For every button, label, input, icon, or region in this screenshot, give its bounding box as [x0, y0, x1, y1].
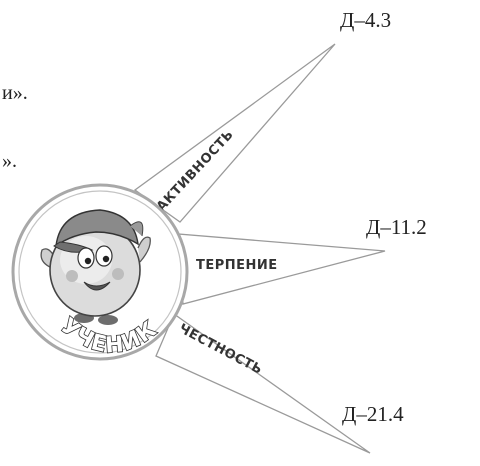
- ray-label-patience: ТЕРПЕНИЕ: [196, 258, 278, 273]
- center-ring-inner: [18, 190, 182, 354]
- ray-label-honesty: ЧЕСТНОСТЬ: [176, 321, 265, 378]
- ray-honesty: [155, 313, 371, 454]
- ray-ref-patience: Д–11.2: [366, 215, 427, 239]
- kolobok-character-illustration: [40, 209, 151, 325]
- text-fragment-2: ».: [2, 150, 17, 172]
- text-fragment-1: и».: [2, 82, 28, 104]
- ray-ref-activity: Д–4.3: [340, 8, 392, 32]
- ray-ref-honesty: Д–21.4: [342, 402, 404, 426]
